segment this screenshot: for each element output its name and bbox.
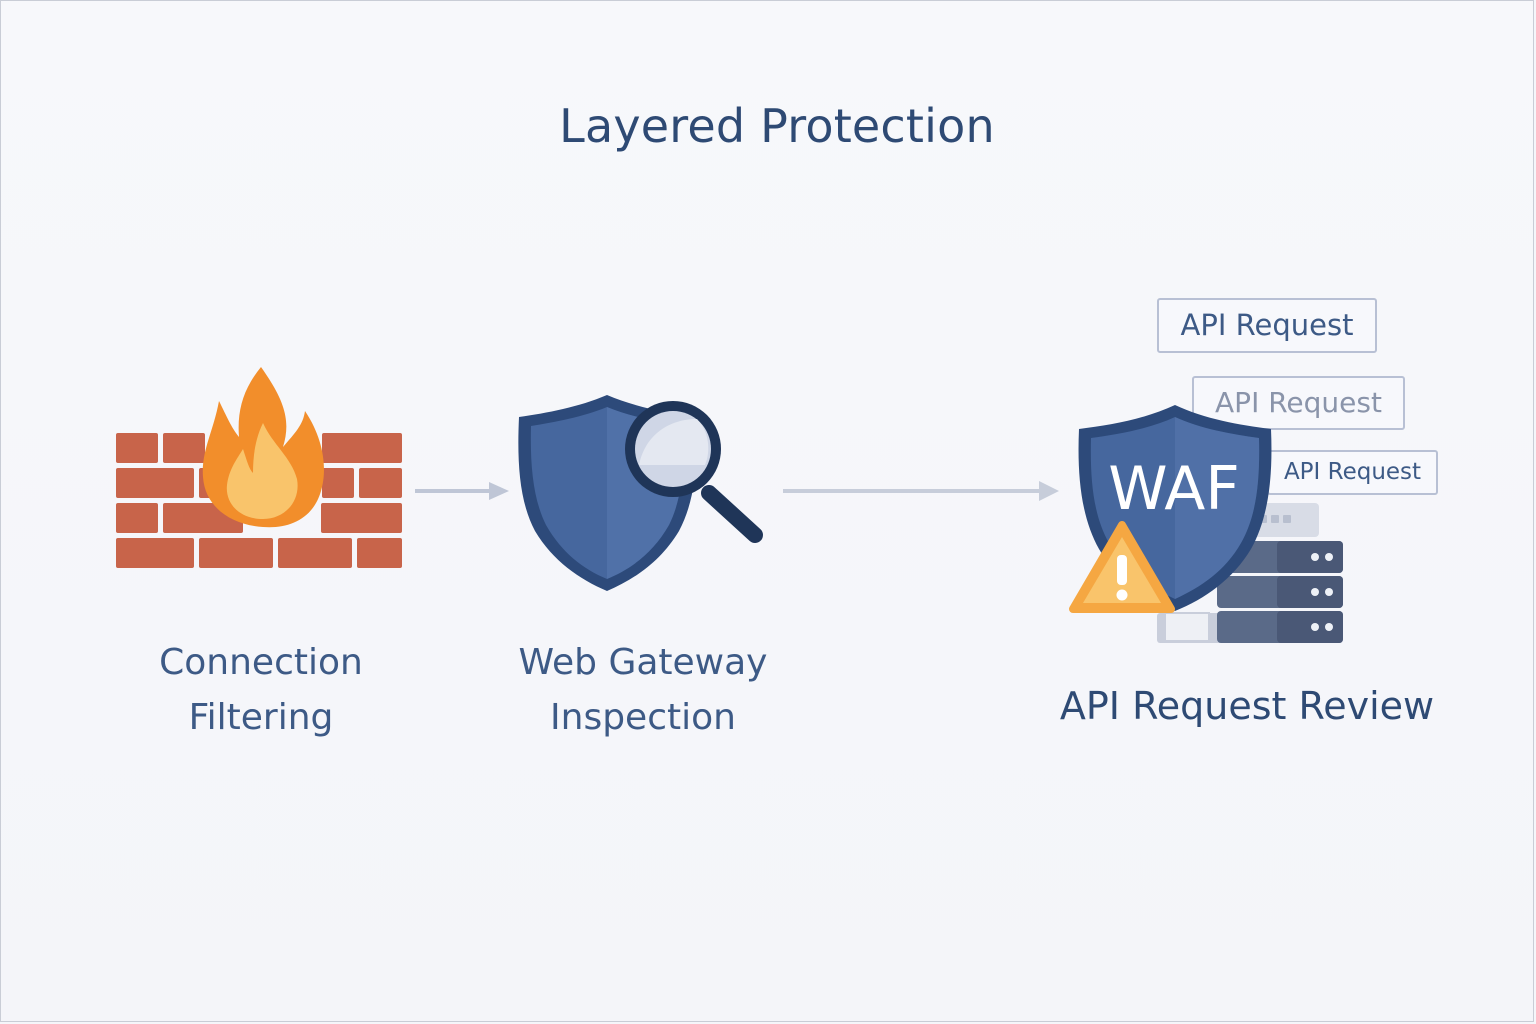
stage-label-line: Web Gateway bbox=[518, 642, 768, 683]
diagram-title: Layered Protection bbox=[559, 99, 995, 153]
warning-icon bbox=[1067, 519, 1177, 617]
stage-label-api-request-review: API Request Review bbox=[1059, 684, 1435, 728]
stage-label-web-gateway-inspection: Web Gateway Inspection bbox=[501, 635, 785, 745]
api-request-tag-label: API Request bbox=[1283, 459, 1422, 485]
api-request-tag: API Request bbox=[1192, 376, 1405, 430]
firewall-icon bbox=[113, 361, 405, 576]
flow-arrow bbox=[413, 479, 513, 503]
stage-label-connection-filtering: Connection Filtering bbox=[121, 635, 401, 745]
api-request-tag: API Request bbox=[1267, 450, 1438, 495]
stage-label-line: Filtering bbox=[188, 697, 334, 738]
waf-shield-text: WAF bbox=[1108, 454, 1240, 524]
api-request-tag: API Request bbox=[1157, 298, 1377, 353]
shield-magnifier-icon bbox=[513, 391, 773, 596]
stage-label-line: Inspection bbox=[550, 697, 736, 738]
flow-arrow bbox=[781, 479, 1063, 503]
api-request-tag-label: API Request bbox=[1180, 308, 1354, 342]
server-stack-icon bbox=[1155, 501, 1345, 646]
stage-label-line: Connection bbox=[159, 642, 363, 683]
api-request-tag-label: API Request bbox=[1215, 386, 1382, 419]
